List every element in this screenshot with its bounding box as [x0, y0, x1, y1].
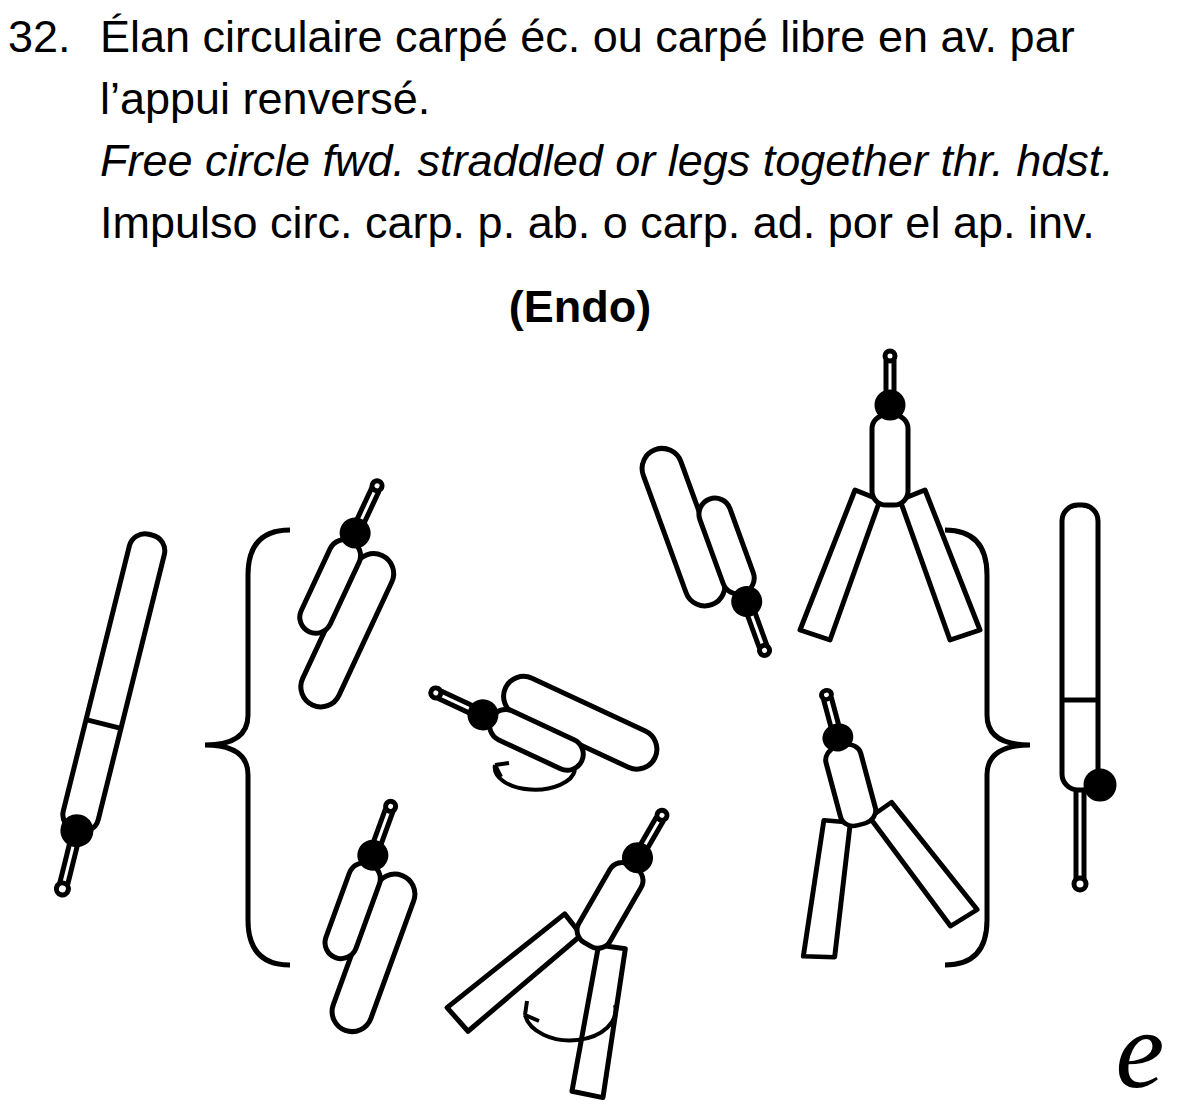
- gymnast-figure: [800, 351, 980, 640]
- gymnast-figure: [738, 667, 979, 965]
- gymnast-figure: [442, 766, 742, 1106]
- element-name-en: Free circle fwd. straddled or legs toget…: [100, 130, 1192, 192]
- gymnast-figure: [43, 530, 168, 899]
- rotation-arrow: [495, 763, 616, 1040]
- gymnast-figure: [425, 642, 664, 803]
- gymnast-figure: [636, 433, 781, 674]
- difficulty-value: e: [1090, 990, 1190, 1110]
- element-number: 32.: [8, 6, 98, 68]
- gymnast-figure: [298, 796, 443, 1037]
- element-name-es: Impulso circ. carp. p. ab. o carp. ad. p…: [100, 192, 1192, 254]
- element-author: (Endo): [430, 276, 730, 338]
- gymnast-figure: [1062, 505, 1114, 890]
- bracket: [205, 530, 290, 965]
- element-name-fr: Élan circulaire carpé éc. ou carpé libre…: [100, 6, 1192, 130]
- gymnast-figure: [267, 475, 428, 714]
